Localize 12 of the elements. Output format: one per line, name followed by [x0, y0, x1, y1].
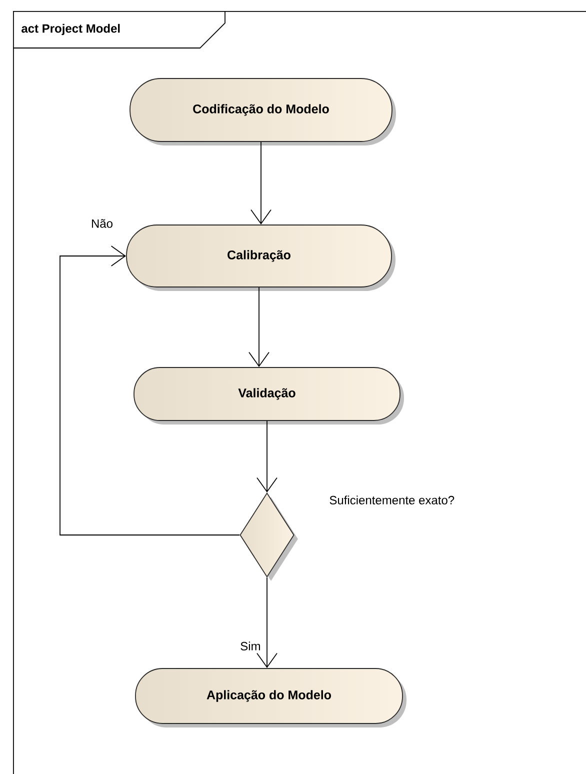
arrow	[256, 420, 278, 493]
arrow	[248, 287, 270, 368]
arrow	[256, 577, 278, 668]
activity-box: Aplicação do Modelo	[135, 668, 406, 728]
arrow	[60, 246, 240, 536]
decision-label: Suficientemente exato?	[330, 496, 454, 504]
edge-label: Sim	[239, 640, 262, 652]
activity-box: Calibração	[126, 224, 396, 291]
arrow	[250, 142, 272, 225]
activity-box: Codificação do Modelo	[130, 78, 396, 146]
edge-label: Não	[90, 218, 114, 229]
activity-box: Validação	[134, 367, 404, 424]
